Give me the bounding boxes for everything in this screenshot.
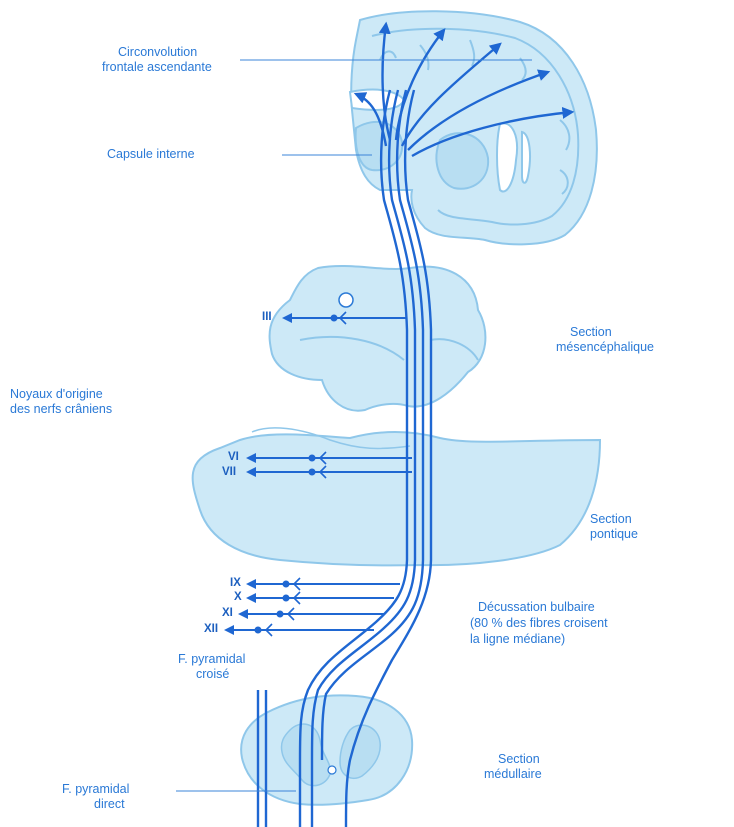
nerve-label-vi: VI: [228, 451, 239, 463]
x-nucleus-dot: [283, 595, 290, 602]
label-medul-line1: Section: [498, 752, 540, 767]
nerve-label-vii: VII: [222, 466, 236, 478]
label-noyaux-line1: Noyaux d'origine: [10, 387, 103, 402]
vi-nucleus-dot: [309, 455, 316, 462]
label-pont-line2: pontique: [590, 527, 638, 542]
vii-nucleus-dot: [309, 469, 316, 476]
label-croise-line1: F. pyramidal: [178, 652, 245, 667]
aqueduct: [339, 293, 353, 307]
label-decus-line1: Décussation bulbaire: [478, 600, 595, 615]
capsule-region: [356, 122, 403, 170]
nerve-label-xi: XI: [222, 607, 233, 619]
label-pont-line1: Section: [590, 512, 632, 527]
iii-nucleus-dot: [331, 315, 338, 322]
midbrain-section: [270, 266, 486, 411]
label-direct-line2: direct: [94, 797, 125, 812]
label-decus-line2: (80 % des fibres croisent: [470, 616, 608, 631]
pons-section: [193, 432, 600, 565]
label-medul-line2: médullaire: [484, 767, 542, 782]
nerve-label-x: X: [234, 591, 242, 603]
xii-nucleus-dot: [255, 627, 262, 634]
label-direct-line1: F. pyramidal: [62, 782, 129, 797]
ix-nucleus-dot: [283, 581, 290, 588]
nerve-label-iii: III: [262, 311, 272, 323]
label-croise-line2: croisé: [196, 667, 229, 682]
label-noyaux-line2: des nerfs crâniens: [10, 402, 112, 417]
nerve-label-xii: XII: [204, 623, 218, 635]
label-frontal-line2: frontale ascendante: [102, 60, 212, 75]
label-capsule: Capsule interne: [107, 147, 195, 162]
label-mesen-line2: mésencéphalique: [556, 340, 654, 355]
label-frontal-line1: Circonvolution: [118, 45, 197, 60]
central-canal: [328, 766, 336, 774]
label-mesen-line1: Section: [570, 325, 612, 340]
label-decus-line3: la ligne médiane): [470, 632, 565, 647]
nerve-label-ix: IX: [230, 577, 241, 589]
xi-nucleus-dot: [277, 611, 284, 618]
